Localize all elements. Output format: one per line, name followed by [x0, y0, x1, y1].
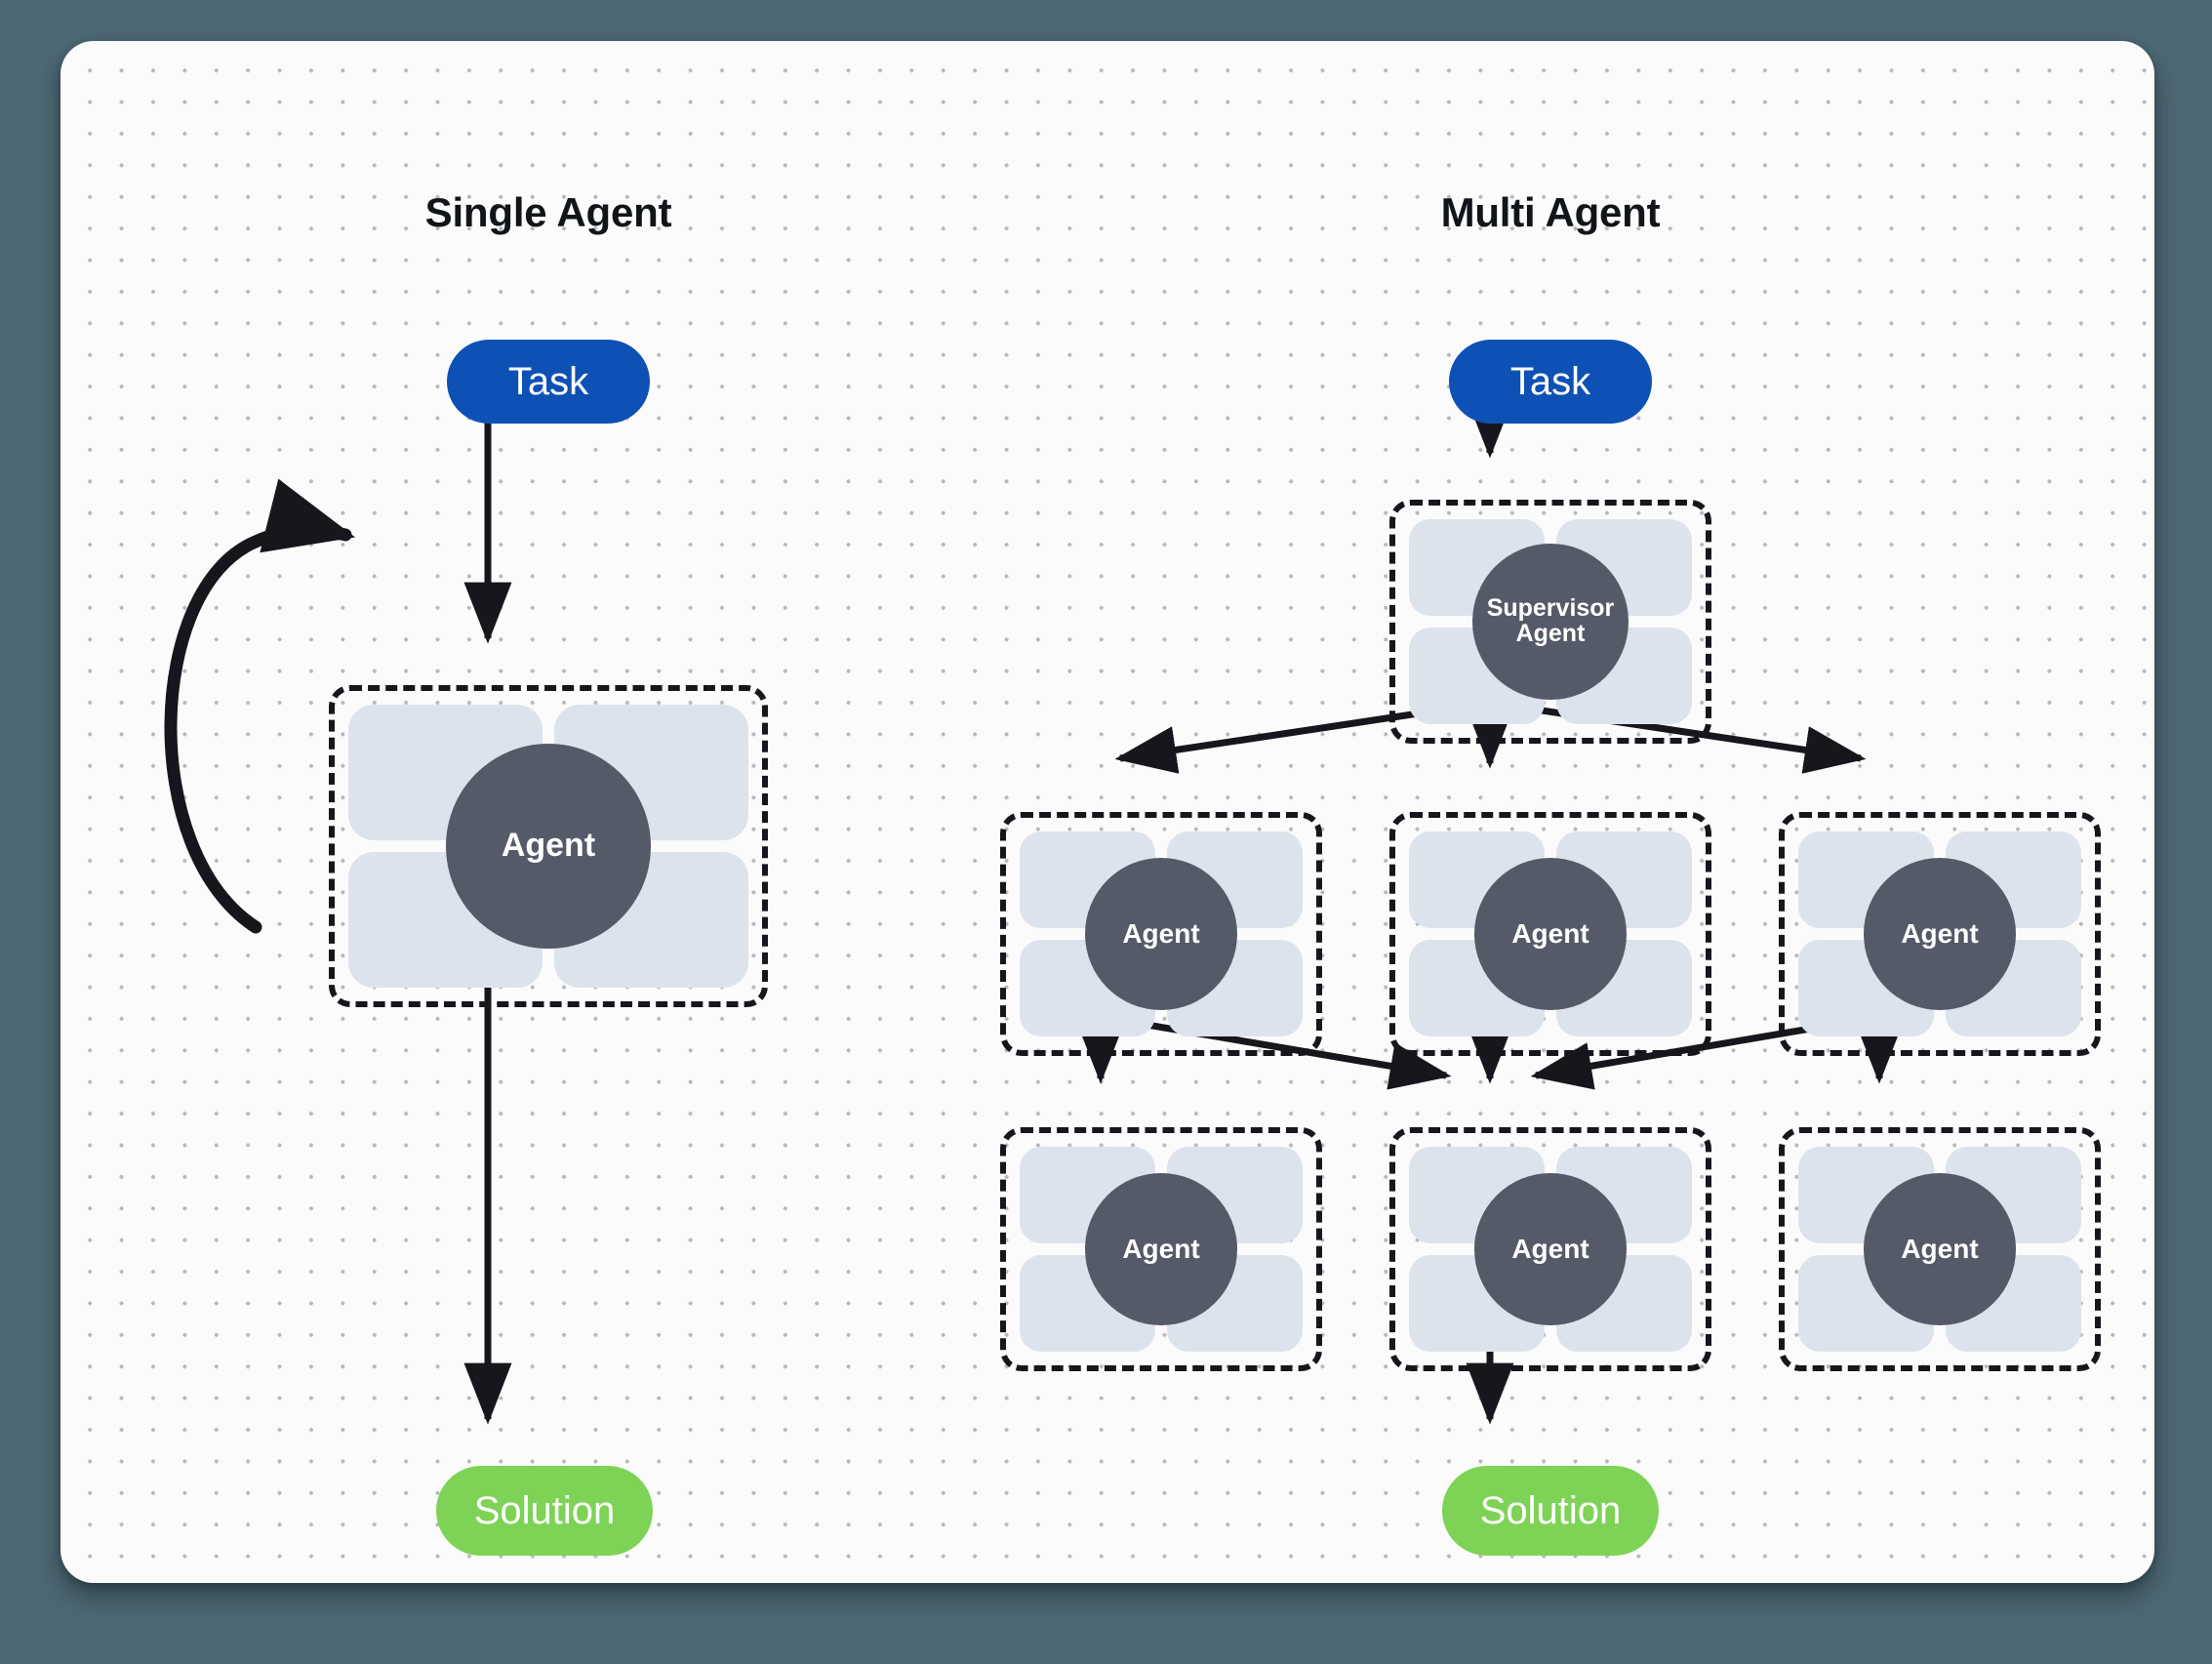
agent-circle-label: Agent	[1474, 858, 1627, 1010]
agent-circle-label: Agent	[1864, 858, 2016, 1010]
edge-agent-feedback-loop	[164, 478, 356, 934]
node-agent-row2-col2[interactable]: Agent	[1389, 1127, 1711, 1371]
node-agent-row2-col3[interactable]: Agent	[1779, 1127, 2101, 1371]
column-title-multi-agent: Multi Agent	[1440, 189, 1661, 235]
node-agent-single[interactable]: Agent	[329, 685, 768, 1007]
agent-circle-label: Agent	[1085, 858, 1237, 1010]
agent-circle-label: Agent	[1864, 1173, 2016, 1325]
node-supervisor-agent[interactable]: Supervisor Agent	[1389, 500, 1711, 744]
node-agent-row1-col1[interactable]: Agent	[1000, 812, 1322, 1056]
diagram-card: Single Agent Multi Agent Task Agent Solu…	[60, 41, 2154, 1583]
node-solution-single[interactable]: Solution	[436, 1466, 653, 1556]
agent-circle-label: Agent	[446, 744, 651, 949]
node-solution-multi[interactable]: Solution	[1442, 1466, 1659, 1556]
column-title-single-agent: Single Agent	[424, 189, 672, 235]
node-agent-row2-col1[interactable]: Agent	[1000, 1127, 1322, 1371]
node-agent-row1-col3[interactable]: Agent	[1779, 812, 2101, 1056]
agent-circle-label: Agent	[1474, 1173, 1627, 1325]
supervisor-label-line2: Agent	[1515, 620, 1586, 647]
node-agent-row1-col2[interactable]: Agent	[1389, 812, 1711, 1056]
node-task-single[interactable]: Task	[447, 340, 650, 424]
agent-circle-label: Agent	[1085, 1173, 1237, 1325]
supervisor-circle-label: Supervisor Agent	[1472, 544, 1629, 700]
supervisor-label-line1: Supervisor	[1486, 594, 1615, 623]
node-task-multi[interactable]: Task	[1449, 340, 1652, 424]
